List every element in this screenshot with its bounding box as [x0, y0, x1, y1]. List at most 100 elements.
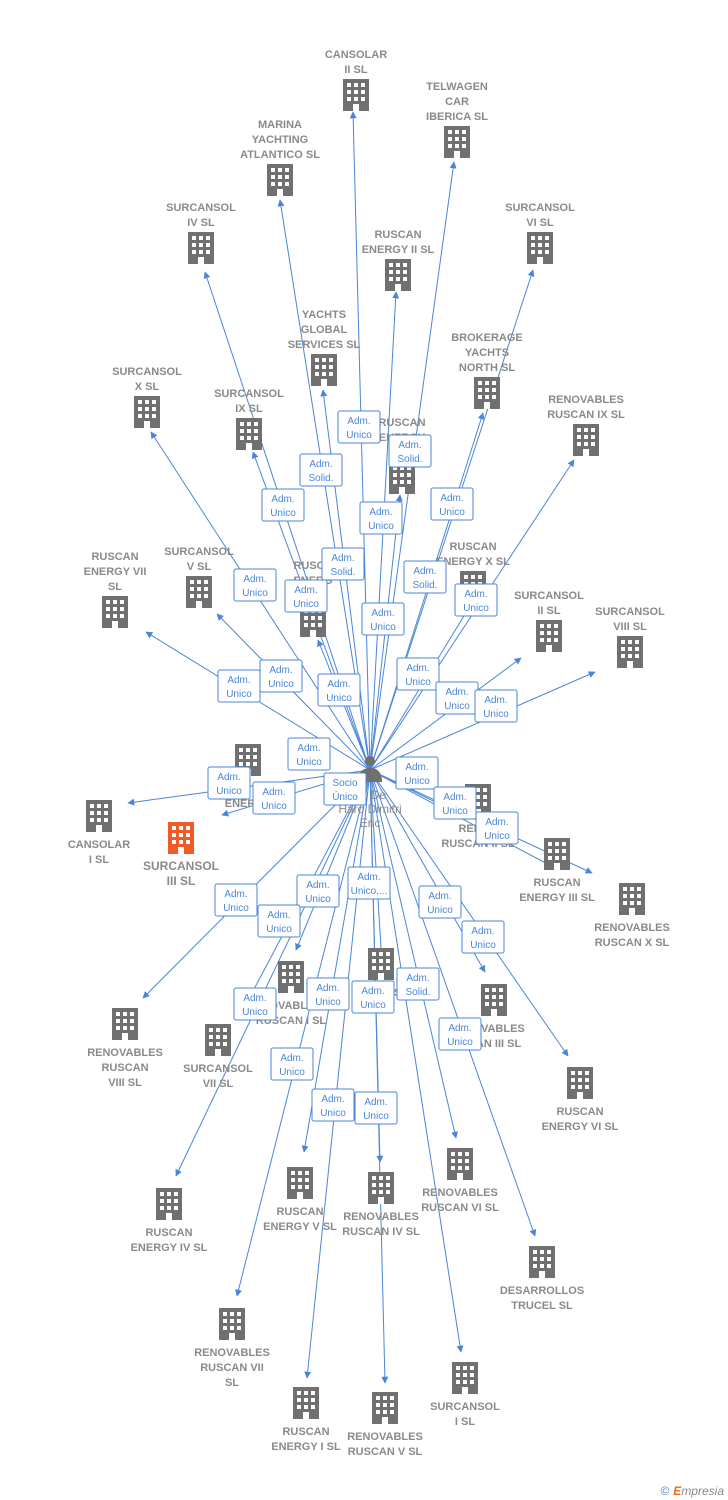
relation-badge[interactable]: Adm.Unico [461, 920, 505, 954]
edge-surcansol-i [369, 769, 464, 1353]
relation-box [418, 885, 462, 919]
relation-badge[interactable]: Adm.Unico [354, 1091, 398, 1125]
relation-text: Adm. [443, 792, 466, 803]
relation-badge[interactable]: Adm.Unico [306, 977, 350, 1011]
relation-text: Unico [363, 1111, 389, 1122]
relation-badge[interactable]: Adm.Unico [337, 410, 381, 444]
relation-box [454, 583, 498, 617]
relation-badge[interactable]: Adm.Unico [433, 786, 477, 820]
company-label: X SL [135, 381, 160, 393]
relation-badge[interactable]: Adm.Unico [351, 980, 395, 1014]
relation-badge[interactable]: Adm.Unico [317, 673, 361, 707]
relation-badge[interactable]: Adm.Unico [438, 1017, 482, 1051]
relation-badge[interactable]: Adm.Unico [396, 657, 440, 691]
relation-badge[interactable]: Adm.Unico [361, 602, 405, 636]
relation-badge[interactable]: Adm.Unico [359, 501, 403, 535]
relation-badge[interactable]: Adm.Unico [311, 1088, 355, 1122]
relation-badge[interactable]: Adm.Unico [287, 737, 331, 771]
relation-badge[interactable]: Adm.Solid. [388, 434, 432, 468]
relation-badge[interactable]: Adm.Unico [207, 766, 251, 800]
relation-text: Adm. [445, 687, 468, 698]
relation-badge[interactable]: Adm.Solid. [403, 560, 447, 594]
relation-text: Adm. [405, 762, 428, 773]
relation-text: Adm. [306, 880, 329, 891]
relation-badge[interactable]: Adm.Unico [474, 689, 518, 723]
relation-badge[interactable]: Adm.Unico [435, 681, 479, 715]
relation-badge[interactable]: Adm.Unico [454, 583, 498, 617]
relation-badge[interactable]: Adm.Unico [233, 568, 277, 602]
relation-badge[interactable]: Adm.Unico [261, 488, 305, 522]
relation-badge[interactable]: Adm.Unico [395, 756, 439, 790]
relation-box [433, 786, 477, 820]
relation-text: Adm. [316, 983, 339, 994]
company-label: RUSCAN [101, 1062, 148, 1074]
company-label: RUSCAN [276, 1206, 323, 1218]
relation-badge[interactable]: Adm.Unico [252, 781, 296, 815]
relation-badge[interactable]: Adm.Solid. [396, 967, 440, 1001]
relation-badge[interactable]: Adm.Unico [430, 487, 474, 521]
relation-badge[interactable]: Adm.Unico [270, 1047, 314, 1081]
relation-text: Adm. [484, 695, 507, 706]
relation-badge[interactable]: Adm.Unico [475, 811, 519, 845]
relation-badge[interactable]: Adm.Solid. [321, 547, 365, 581]
relation-badge[interactable]: Adm.Unico [284, 579, 328, 613]
relation-badge[interactable]: Adm.Unico,... [347, 866, 391, 900]
company-label: RUSCAN V SL [348, 1446, 423, 1458]
relation-text: Unico [326, 693, 352, 704]
building-icon [536, 620, 562, 652]
company-label: TELWAGEN [426, 81, 488, 93]
relation-badge[interactable]: Adm.Unico [257, 904, 301, 938]
building-icon [278, 961, 304, 993]
relation-badge[interactable]: Adm.Unico [214, 883, 258, 917]
edge-desarrollos [369, 769, 537, 1237]
relation-badge[interactable]: Adm.Unico [233, 987, 277, 1021]
relation-box [296, 874, 340, 908]
relation-badge[interactable]: Adm.Unico [418, 885, 462, 919]
relation-box [474, 689, 518, 723]
relation-badge[interactable]: Adm.Unico [259, 659, 303, 693]
company-label: I SL [89, 854, 109, 866]
relation-box [351, 980, 395, 1014]
building-icon [544, 838, 570, 870]
company-label: GLOBAL [301, 324, 348, 336]
company-label: RUSCAN [449, 541, 496, 553]
relation-badge[interactable]: Adm.Solid. [299, 453, 343, 487]
relation-badge[interactable]: Adm.Unico [296, 874, 340, 908]
relation-text: Unico [296, 757, 322, 768]
relation-badge[interactable]: Adm.Unico [217, 669, 261, 703]
